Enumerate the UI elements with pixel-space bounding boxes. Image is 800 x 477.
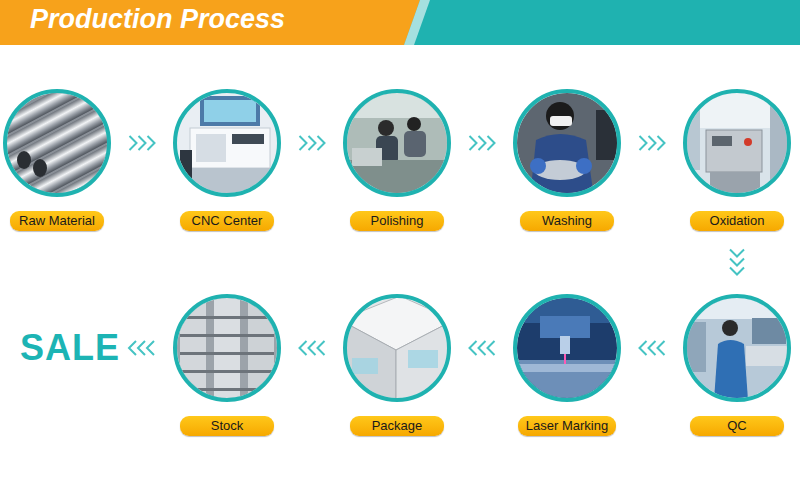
flow-arrow (300, 341, 325, 355)
cnc-photo (170, 88, 286, 198)
process-step: Laser Marking (509, 291, 625, 438)
process-step: CNC Center (169, 86, 285, 233)
process-step: Washing (509, 86, 625, 233)
raw-material-photo (0, 67, 149, 226)
laser-photo (510, 293, 624, 404)
photo-ring (5, 91, 789, 400)
step-label: Polishing (350, 211, 444, 231)
step-label: Washing (520, 211, 614, 231)
header-accent (0, 0, 420, 45)
header-band (0, 0, 800, 45)
flow-arrow (300, 136, 325, 150)
end-label: SALE (20, 327, 120, 369)
step-label: Laser Marking (518, 416, 616, 436)
step-label: QC (690, 416, 784, 436)
polishing-photo (340, 88, 455, 200)
flow-arrow (470, 341, 495, 355)
process-step: Oxidation (679, 86, 795, 233)
qc-photo (680, 293, 794, 403)
process-step: Stock (169, 291, 285, 438)
process-step: Polishing (339, 86, 455, 233)
step-label: Oxidation (690, 211, 784, 231)
flow-arrow (470, 136, 495, 150)
process-step: Raw Material (0, 86, 115, 233)
step-label: Package (350, 416, 444, 436)
package-photo (340, 293, 454, 403)
step-label: CNC Center (180, 211, 274, 231)
oxidation-photo (680, 88, 794, 198)
stock-photo (170, 293, 284, 403)
flow-chevrons (129, 341, 154, 355)
step-label: Stock (180, 416, 274, 436)
flow-arrow (640, 341, 665, 355)
step-label: Raw Material (10, 211, 104, 231)
page-title: Production Process (30, 4, 285, 35)
process-step: Package (339, 291, 455, 438)
flow-arrow (730, 250, 744, 275)
flow-arrow (130, 136, 155, 150)
process-step: QC (679, 291, 795, 438)
flow-arrow (640, 136, 665, 150)
washing-photo (510, 88, 626, 198)
header-divider (404, 0, 430, 45)
